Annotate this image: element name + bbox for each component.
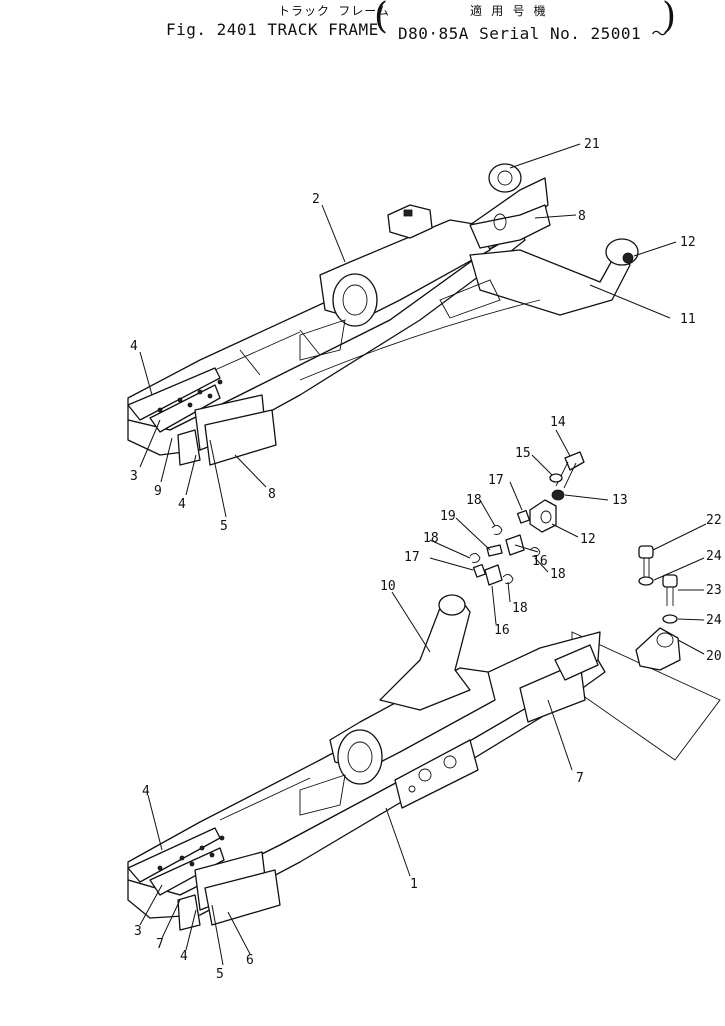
callout-19: 19 bbox=[440, 509, 456, 524]
callout-18-d: 18 bbox=[512, 601, 528, 616]
applicable-models-label: 適 用 号 機 bbox=[470, 4, 547, 18]
open-paren: ( bbox=[374, 0, 389, 37]
upper-track-frame bbox=[127, 163, 639, 466]
callout-labels: 21 2 8 12 11 4 3 9 4 5 8 14 15 13 12 17 … bbox=[130, 137, 722, 982]
callout-12-lower: 12 bbox=[580, 532, 596, 547]
callout-18-c: 18 bbox=[550, 567, 566, 582]
callout-5-lower: 5 bbox=[216, 967, 224, 982]
leader-lines bbox=[139, 143, 707, 966]
callout-4-upper-top: 4 bbox=[130, 339, 138, 354]
callout-3-lower: 3 bbox=[134, 924, 142, 939]
callout-6: 6 bbox=[246, 953, 254, 968]
callout-4-lower-bottom: 4 bbox=[180, 949, 188, 964]
callout-14: 14 bbox=[550, 415, 566, 430]
callout-9: 9 bbox=[154, 484, 162, 499]
title-kana: トラック フレーム bbox=[278, 4, 390, 18]
callout-10: 10 bbox=[380, 579, 396, 594]
callout-4-lower-top: 4 bbox=[142, 784, 150, 799]
close-paren: ) bbox=[662, 0, 677, 37]
callout-12-upper: 12 bbox=[680, 235, 696, 250]
callout-24-upper: 24 bbox=[706, 549, 722, 564]
callout-22: 22 bbox=[706, 513, 722, 528]
callout-4-upper-bottom: 4 bbox=[178, 497, 186, 512]
callout-17-upper: 17 bbox=[488, 473, 504, 488]
callout-3-upper: 3 bbox=[130, 469, 138, 484]
callout-18-b: 18 bbox=[423, 531, 439, 546]
callout-13: 13 bbox=[612, 493, 628, 508]
callout-8-lower: 8 bbox=[268, 487, 276, 502]
callout-7-left: 7 bbox=[156, 937, 164, 952]
callout-5-upper: 5 bbox=[220, 519, 228, 534]
lower-track-frame bbox=[127, 594, 606, 931]
callout-7-right: 7 bbox=[576, 771, 584, 786]
callout-16-lower: 16 bbox=[494, 623, 510, 638]
callout-8-upper: 8 bbox=[578, 209, 586, 224]
hardware-cluster bbox=[469, 451, 585, 586]
callout-1: 1 bbox=[410, 877, 418, 892]
callout-2: 2 bbox=[312, 192, 320, 207]
cap-assembly bbox=[571, 545, 721, 761]
callout-23: 23 bbox=[706, 583, 722, 598]
callout-16-upper: 16 bbox=[532, 554, 548, 569]
callout-20: 20 bbox=[706, 649, 722, 664]
callout-24-lower: 24 bbox=[706, 613, 722, 628]
callout-17-lower: 17 bbox=[404, 550, 420, 565]
serial-range: D80·85A Serial No. 25001 ～ bbox=[398, 24, 668, 43]
callout-11: 11 bbox=[680, 312, 696, 327]
callout-15: 15 bbox=[515, 446, 531, 461]
figure-title: Fig. 2401 TRACK FRAME bbox=[166, 20, 379, 39]
callout-18-a: 18 bbox=[466, 493, 482, 508]
callout-21: 21 bbox=[584, 137, 600, 152]
